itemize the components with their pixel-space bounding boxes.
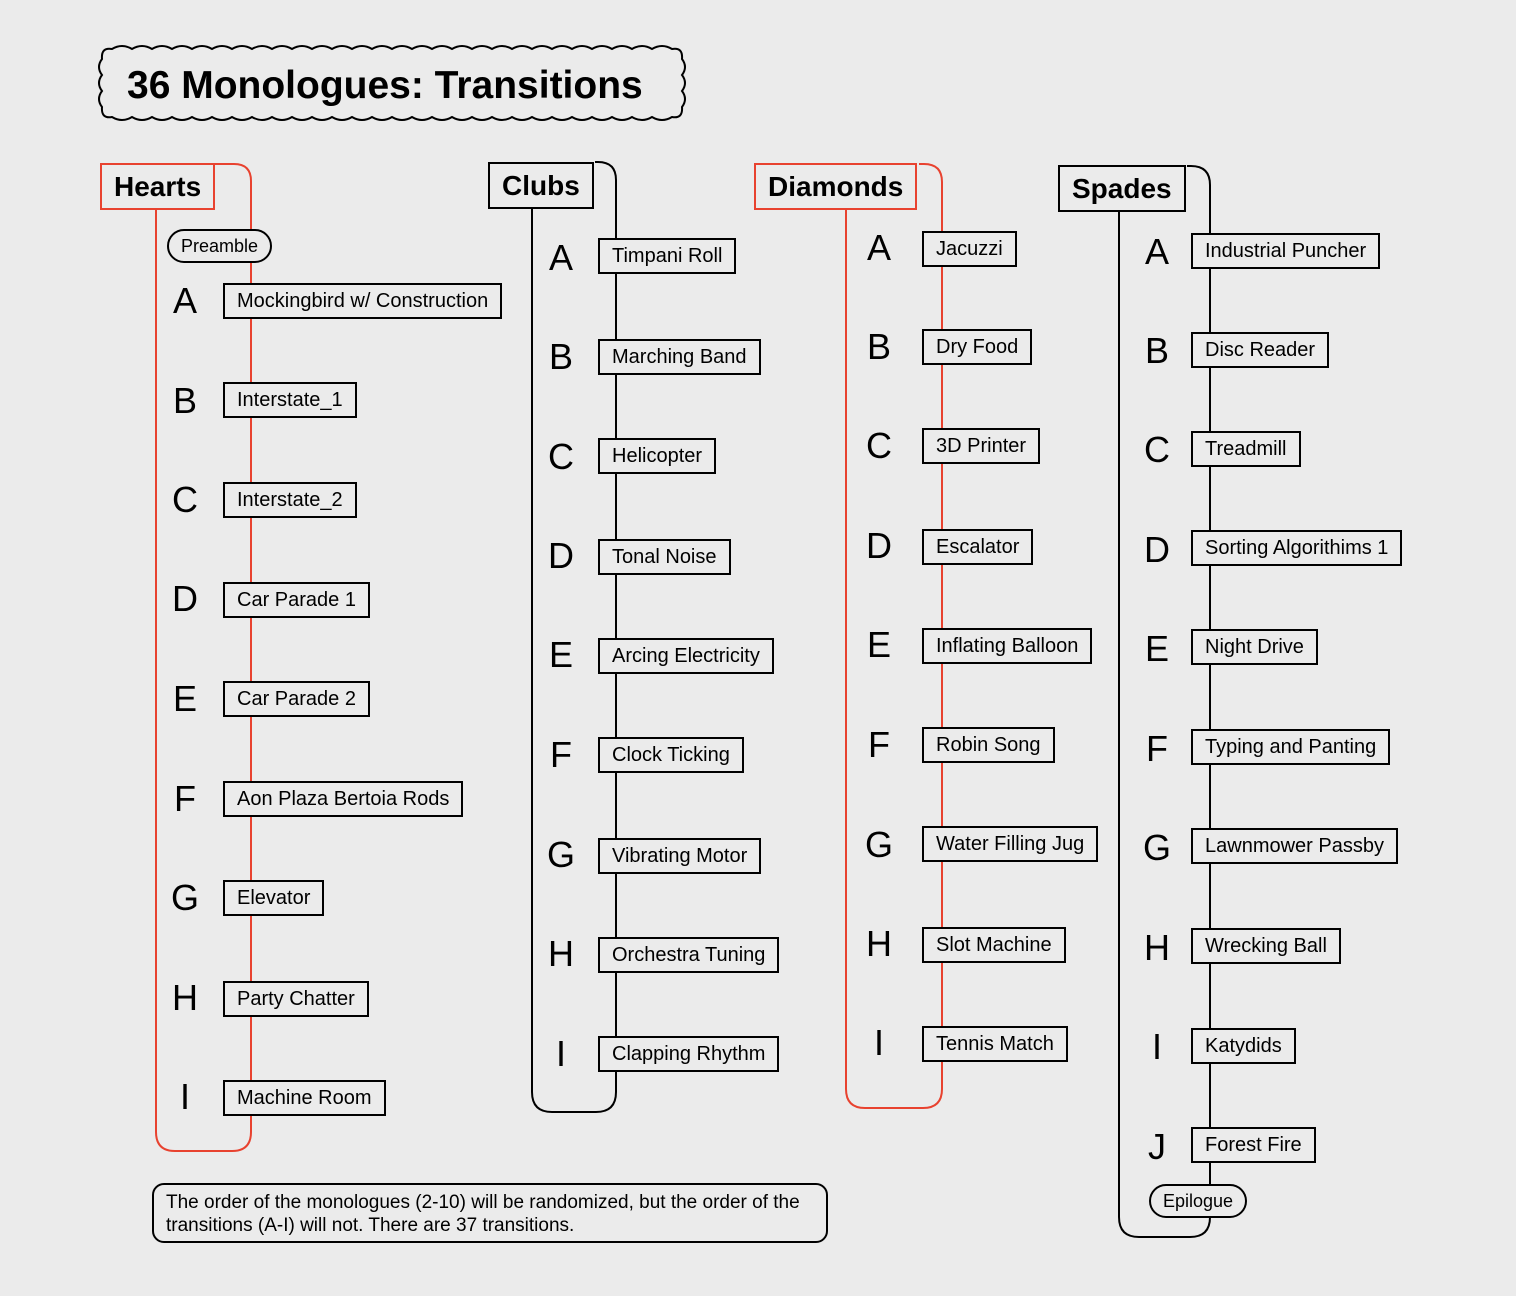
hearts-letter-i: I <box>179 1076 190 1117</box>
hearts-item-b: Interstate_1 <box>223 382 357 418</box>
clubs-letter-d: D <box>548 535 574 576</box>
hearts-header: Hearts <box>100 163 216 210</box>
spades-item-i: Katydids <box>1191 1028 1296 1064</box>
clubs-letter-h: H <box>548 933 574 974</box>
clubs-letter-i: I <box>555 1033 566 1074</box>
clubs-item-g: Vibrating Motor <box>598 838 762 874</box>
hearts-letter-g: G <box>170 877 199 918</box>
diamonds-letter-c: C <box>866 425 892 466</box>
clubs-item-i: Clapping Rhythm <box>598 1036 780 1072</box>
spades-item-b: Disc Reader <box>1191 332 1330 368</box>
clubs-item-f: Clock Ticking <box>598 737 744 773</box>
page-title: 36 Monologues: Transitions <box>127 64 643 107</box>
hearts-letter-a: A <box>172 280 197 321</box>
footnote: The order of the monologues (2-10) will … <box>152 1183 828 1243</box>
spades-letter-f: F <box>1146 728 1168 769</box>
spades-letter-g: G <box>1142 827 1171 868</box>
clubs-letter-f: F <box>550 734 572 775</box>
diamonds-header: Diamonds <box>754 163 918 210</box>
spades-letter-h: H <box>1144 927 1170 968</box>
diamonds-letter-d: D <box>866 525 892 566</box>
clubs-item-a: Timpani Roll <box>598 238 737 274</box>
diamonds-connector <box>845 163 943 1109</box>
spades-letter-d: D <box>1144 529 1170 570</box>
hearts-item-c: Interstate_2 <box>223 482 357 518</box>
spades-item-c: Treadmill <box>1191 431 1301 467</box>
hearts-item-e: Car Parade 2 <box>223 681 370 717</box>
diamonds-letter-h: H <box>866 923 892 964</box>
spades-item-f: Typing and Panting <box>1191 729 1391 765</box>
diamonds-letter-i: I <box>873 1022 884 1063</box>
diamonds-letter-a: A <box>866 227 891 268</box>
diamonds-item-b: Dry Food <box>922 329 1033 365</box>
clubs-connector <box>531 161 617 1113</box>
clubs-item-c: Helicopter <box>598 438 717 474</box>
spades-letter-b: B <box>1144 330 1169 371</box>
hearts-item-i: Machine Room <box>223 1080 386 1116</box>
clubs-letter-g: G <box>546 834 575 875</box>
title-cloud <box>98 45 686 121</box>
clubs-letter-a: A <box>548 237 573 278</box>
diamonds-letter-e: E <box>866 624 891 665</box>
spades-item-d: Sorting Algorithims 1 <box>1191 530 1403 566</box>
spades-item-j: Forest Fire <box>1191 1127 1316 1163</box>
diamonds-item-e: Inflating Balloon <box>922 628 1093 664</box>
clubs-item-b: Marching Band <box>598 339 761 375</box>
clubs-letter-c: C <box>548 436 574 477</box>
diamonds-letter-f: F <box>868 724 890 765</box>
diamonds-item-a: Jacuzzi <box>922 231 1017 267</box>
diamonds-item-h: Slot Machine <box>922 927 1066 963</box>
spades-item-e: Night Drive <box>1191 629 1318 665</box>
clubs-item-h: Orchestra Tuning <box>598 937 780 973</box>
hearts-item-d: Car Parade 1 <box>223 582 370 618</box>
hearts-item-g: Elevator <box>223 880 325 916</box>
diamonds-item-d: Escalator <box>922 529 1034 565</box>
hearts-item-h: Party Chatter <box>223 981 369 1017</box>
hearts-connector <box>155 163 252 1152</box>
hearts-letter-f: F <box>174 778 196 819</box>
diamonds-item-f: Robin Song <box>922 727 1055 763</box>
clubs-item-e: Arcing Electricity <box>598 638 774 674</box>
spades-letter-c: C <box>1144 429 1170 470</box>
diamonds-item-c: 3D Printer <box>922 428 1041 464</box>
spades-connector <box>1118 165 1211 1238</box>
spades-header: Spades <box>1058 165 1186 212</box>
hearts-letter-b: B <box>172 380 197 421</box>
hearts-item-a: Mockingbird w/ Construction <box>223 283 503 319</box>
hearts-letter-d: D <box>172 578 198 619</box>
spades-item-a: Industrial Puncher <box>1191 233 1381 269</box>
preamble-pill: Preamble <box>167 229 273 263</box>
diamonds-item-i: Tennis Match <box>922 1026 1068 1062</box>
spades-letter-a: A <box>1144 231 1169 272</box>
hearts-item-f: Aon Plaza Bertoia Rods <box>223 781 464 817</box>
hearts-letter-e: E <box>172 678 197 719</box>
clubs-letter-b: B <box>548 336 573 377</box>
spades-item-g: Lawnmower Passby <box>1191 828 1398 864</box>
clubs-letter-e: E <box>548 634 573 675</box>
hearts-letter-h: H <box>172 977 198 1018</box>
spades-letter-j: J <box>1148 1126 1166 1167</box>
epilogue-pill: Epilogue <box>1149 1184 1248 1218</box>
clubs-header: Clubs <box>488 162 594 209</box>
spades-item-h: Wrecking Ball <box>1191 928 1341 964</box>
hearts-letter-c: C <box>172 479 198 520</box>
spades-letter-e: E <box>1144 628 1169 669</box>
diamonds-letter-g: G <box>864 824 893 865</box>
diamonds-item-g: Water Filling Jug <box>922 826 1099 862</box>
spades-letter-i: I <box>1151 1026 1162 1067</box>
diamonds-letter-b: B <box>866 326 891 367</box>
clubs-item-d: Tonal Noise <box>598 539 731 575</box>
